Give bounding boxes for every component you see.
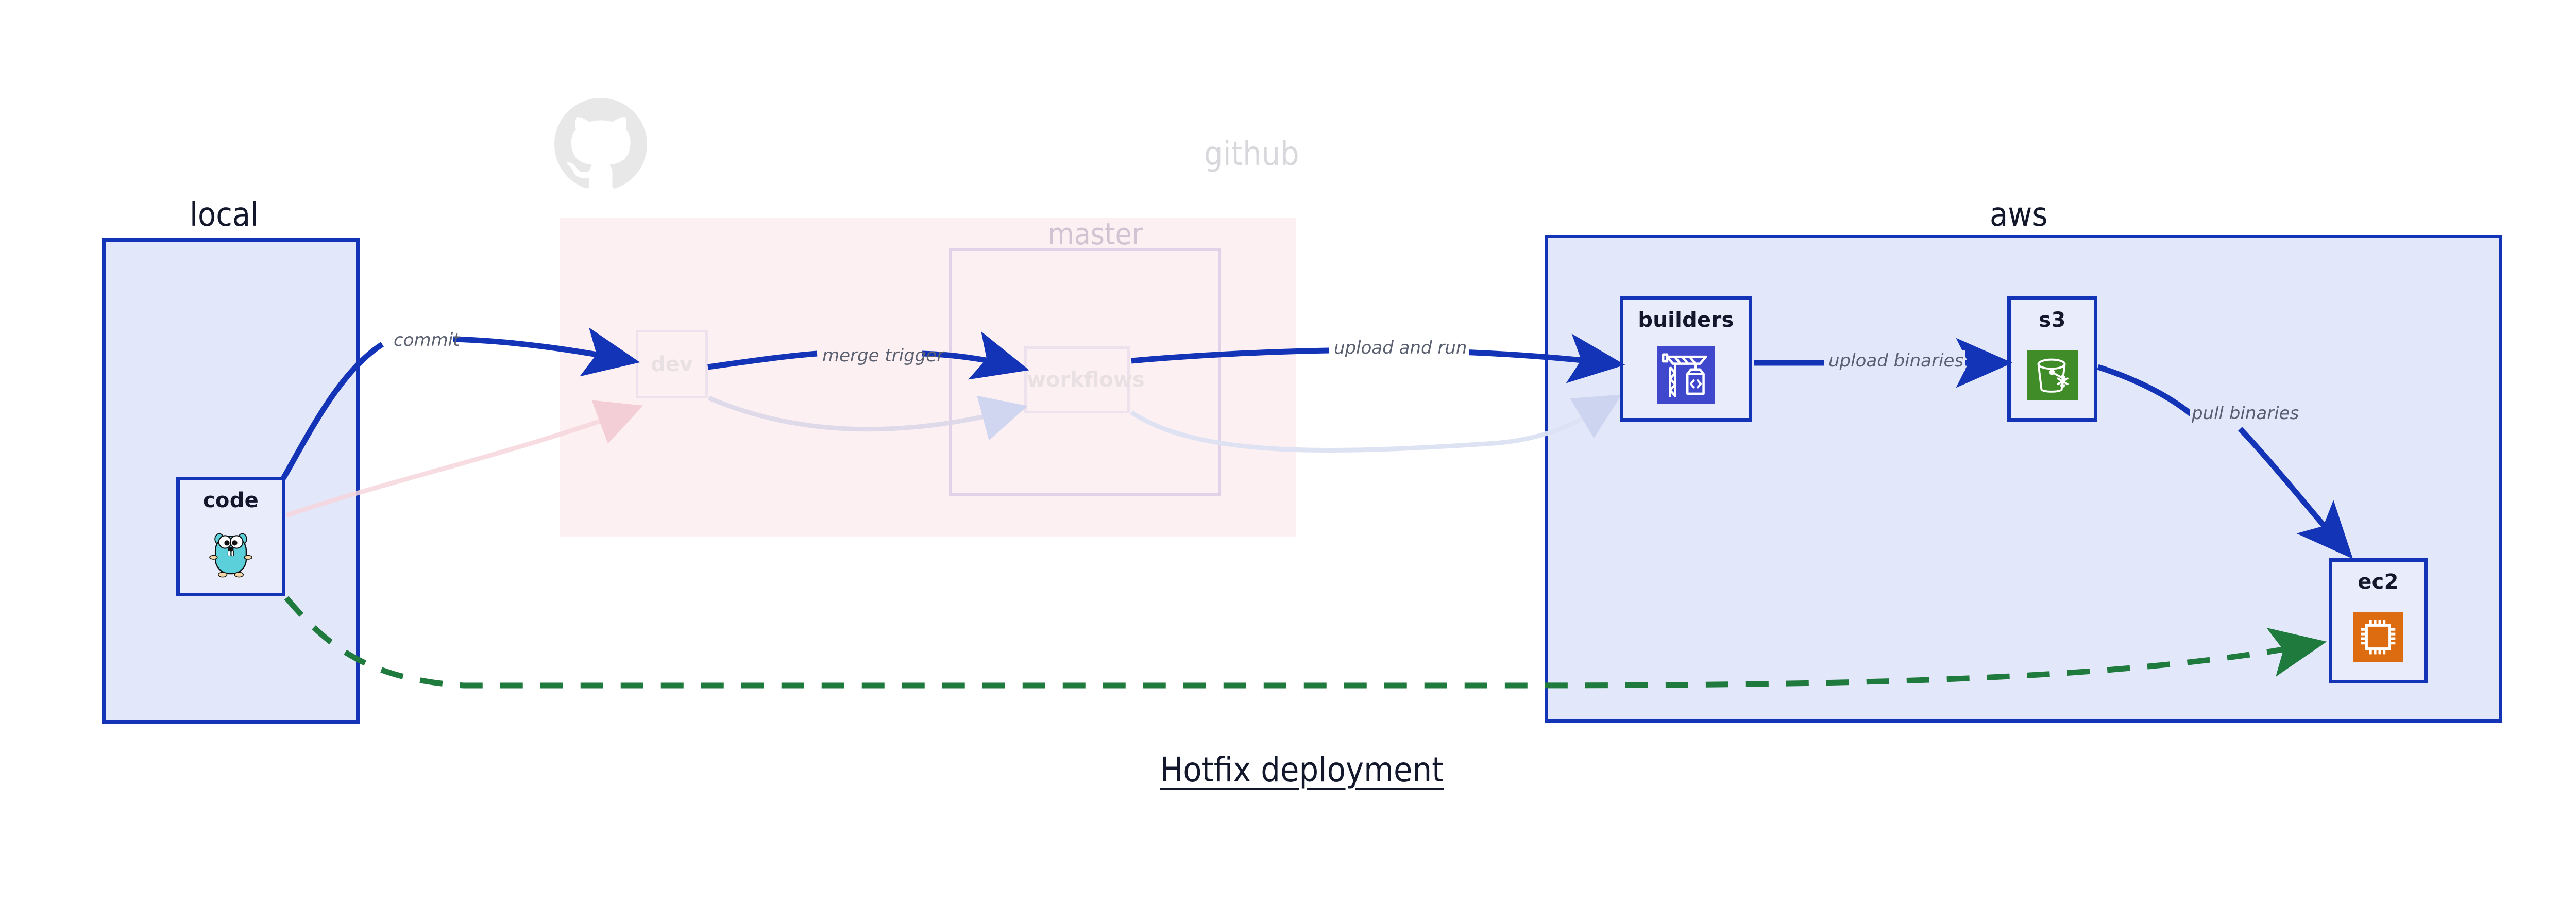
github-octocat-icon: [554, 98, 647, 191]
edge-label-upload-binaries: upload binaries: [1826, 350, 1966, 371]
node-dev-label: dev: [651, 352, 693, 376]
node-builders[interactable]: builders: [1620, 296, 1752, 422]
go-gopher-icon: [180, 512, 282, 593]
aws-crane-code-icon: [1623, 332, 1749, 418]
edge-label-commit: commit: [394, 330, 460, 350]
edge-label-pull-binaries: pull binaries: [2190, 403, 2301, 424]
group-github-label: github: [1204, 135, 1299, 173]
group-master-label: master: [1048, 216, 1143, 252]
edge-label-merge-trigger: merge trigger: [822, 345, 944, 366]
node-code-label: code: [202, 489, 259, 512]
group-github: [560, 218, 1296, 537]
node-s3-label: s3: [2039, 308, 2066, 332]
node-workflows-label: workflows: [1027, 368, 1145, 392]
node-code[interactable]: code: [176, 477, 285, 596]
group-aws-label: aws: [1990, 196, 2048, 234]
aws-s3-bucket-icon: [2011, 332, 2094, 418]
node-s3[interactable]: s3: [2007, 296, 2097, 422]
node-dev[interactable]: dev: [636, 330, 708, 398]
group-local-label: local: [190, 196, 259, 234]
edge-label-upload-and-run: upload and run: [1332, 338, 1469, 358]
node-builders-label: builders: [1638, 308, 1734, 332]
group-master: [949, 248, 1221, 496]
node-ec2[interactable]: ec2: [2329, 558, 2428, 683]
node-workflows[interactable]: workflows: [1024, 346, 1145, 413]
diagram-caption: Hotfix deployment: [1160, 750, 1444, 790]
node-ec2-label: ec2: [2358, 570, 2399, 594]
aws-ec2-chip-icon: [2332, 594, 2424, 680]
